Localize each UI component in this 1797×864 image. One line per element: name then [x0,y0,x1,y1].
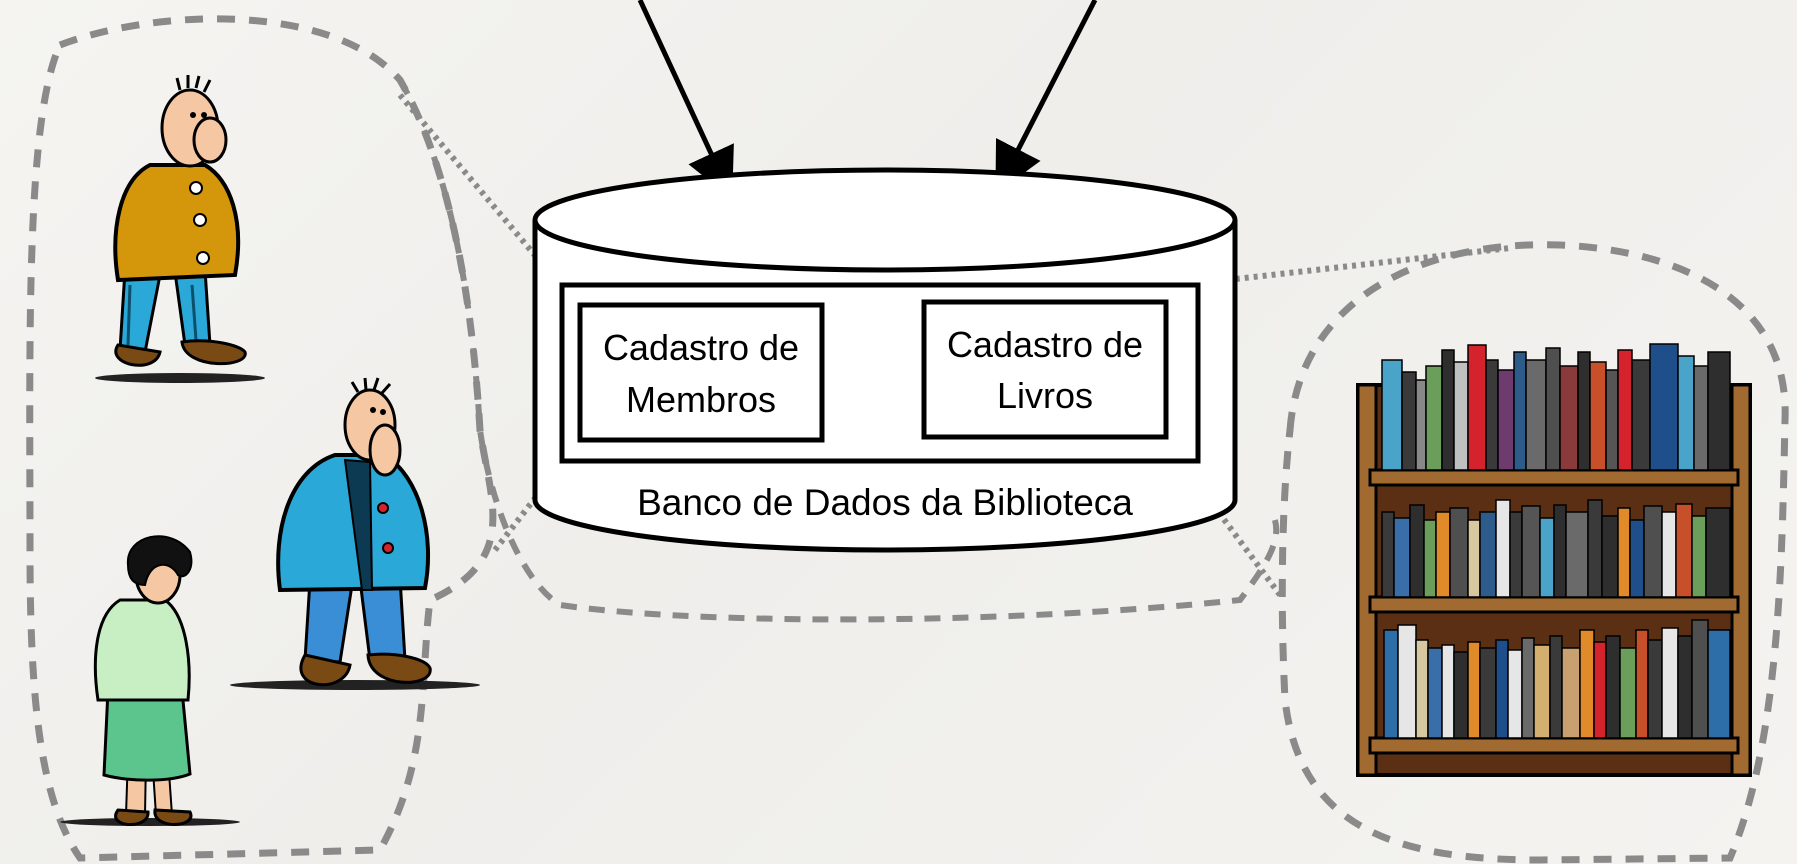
books-top-shelf [1381,343,1731,471]
table-label-membros-line1: Cadastro de [603,327,799,368]
books-bottom-shelf [1383,619,1731,739]
database-cylinder: Cadastro de Membros Cadastro de Livros B… [532,167,1238,553]
people-region-outline [26,15,497,862]
arrow-into-database-right [995,0,1098,194]
dotted-connector-books-top [1199,245,1511,286]
table-box-livros [921,299,1169,440]
books-middle-shelf [1381,499,1731,598]
database-title: Banco de Dados da Biblioteca [637,482,1133,523]
man-blue-coat-icon [230,377,480,690]
bookshelf-icon [1356,343,1752,777]
woman-green-dress-icon [60,535,240,826]
table-label-membros-line2: Membros [626,379,776,420]
man-yellow-coat-icon [95,75,265,383]
table-label-livros-line1: Cadastro de [947,324,1143,365]
books-region-outline [1278,241,1789,864]
table-label-livros-line2: Livros [997,375,1093,416]
table-box-membros [577,302,825,443]
database-inner-frame [559,282,1201,464]
arrow-into-database-left [637,0,734,200]
